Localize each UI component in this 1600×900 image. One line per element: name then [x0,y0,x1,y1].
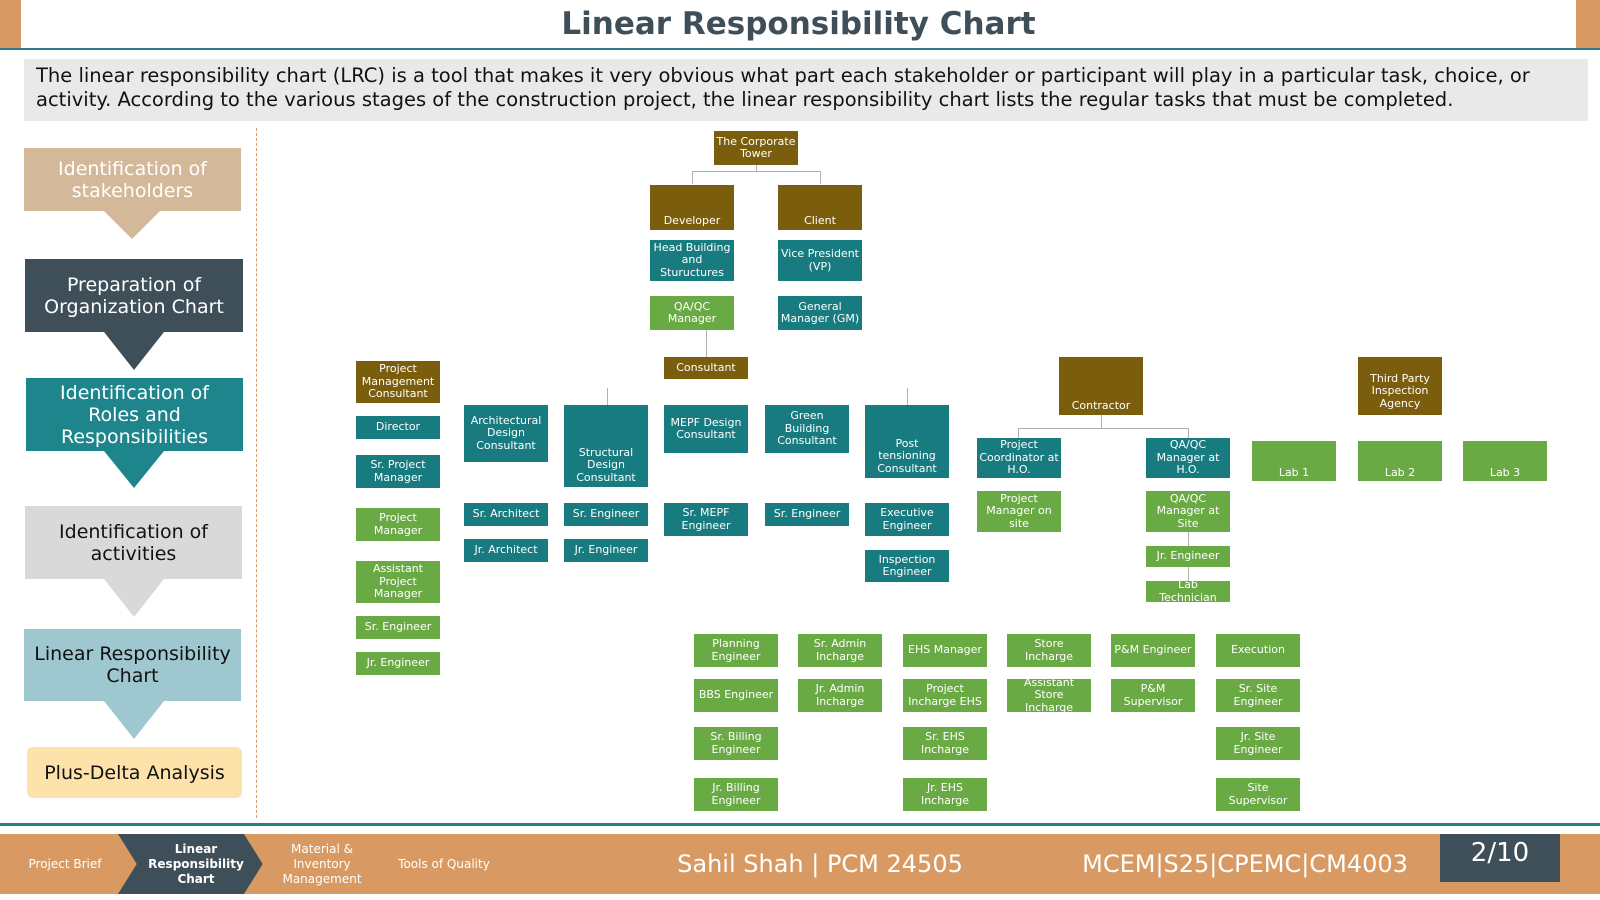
node-inspection-engineer: Inspection Engineer [865,550,949,582]
node-mepf-design-consultant: MEPF Design Consultant [664,405,748,453]
node-post-tensioning-consultant: Post tensioning Consultant [865,405,949,478]
node-store-incharge: Store Incharge [1007,634,1091,667]
node-jr-engineer: Jr. Engineer [356,652,440,675]
section-divider [256,128,257,818]
connector-line [692,171,693,184]
node-jr-admin-incharge: Jr. Admin Incharge [798,679,882,712]
node-consultant: Consultant [664,357,748,379]
node-corporate-tower: The Corporate Tower [714,131,798,165]
node-sr-architect: Sr. Architect [464,503,548,526]
header-accent-left [0,0,21,49]
node-qaqc-manager: QA/QC Manager [650,296,734,330]
node-general-manager: General Manager (GM) [778,296,862,330]
node-jr-billing-engineer: Jr. Billing Engineer [694,778,778,811]
node-lab-technician: Lab Technician [1146,578,1230,603]
page-title: Linear Responsibility Chart [561,6,1036,42]
connector-line [1188,428,1189,438]
connector-line [1018,428,1188,429]
node-pm-engineer: P&M Engineer [1111,634,1195,667]
node-qaqc-manager-ho: QA/QC Manager at H.O. [1146,438,1230,478]
node-ehs-manager: EHS Manager [903,634,987,667]
node-jr-architect: Jr. Architect [464,539,548,562]
node-project-manager-on-site: Project Manager on site [977,491,1061,532]
step-preparation-of-organization-chart: Preparation of Organization Chart [25,259,243,332]
connector-line [692,171,820,172]
node-bbs-engineer: BBS Engineer [694,679,778,712]
node-planning-engineer: Planning Engineer [694,634,778,667]
node-lab-1: Lab 1 [1252,441,1336,481]
footer-divider [0,823,1600,826]
step-arrow [104,211,160,239]
node-project-management-consultant: Project Management Consultant [356,361,440,403]
node-assistant-store-incharge: Assistant Store Incharge [1007,676,1091,714]
author-label: Sahil Shah | PCM 24505 [677,850,963,878]
step-identification-of-stakeholders: Identification of stakeholders [24,148,241,211]
node-pm-supervisor: P&M Supervisor [1111,679,1195,712]
step-arrow [104,701,164,739]
node-project-incharge-ehs: Project Incharge EHS [903,679,987,712]
node-sr-billing-engineer: Sr. Billing Engineer [694,727,778,760]
node-project-coordinator-ho: Project Coordinator at H.O. [977,438,1061,478]
tab-linear-responsibility-chart[interactable]: Linear Responsibility Chart [118,834,274,894]
connector-line [1018,428,1019,438]
node-sr-mepf-engineer: Sr. MEPF Engineer [664,503,748,536]
node-vice-president: Vice President (VP) [778,240,862,281]
node-third-party-inspection-agency: Third Party Inspection Agency [1358,357,1442,415]
step-arrow [104,332,164,370]
node-jr-ehs-incharge: Jr. EHS Incharge [903,778,987,811]
node-jr-engineer: Jr. Engineer [564,539,648,562]
node-project-manager: Project Manager [356,508,440,541]
step-plus-delta-analysis: Plus-Delta Analysis [27,747,242,798]
title-underline [0,48,1600,50]
node-jr-engineer: Jr. Engineer [1146,546,1230,567]
node-jr-site-engineer: Jr. Site Engineer [1216,727,1300,760]
node-client: Client [778,185,862,230]
step-identification-of-activities: Identification of activities [25,506,242,579]
tab-tools-of-quality[interactable]: Tools of Quality [366,834,522,894]
node-sr-engineer: Sr. Engineer [765,503,849,526]
node-director: Director [356,416,440,439]
connector-line [907,388,908,405]
connector-line [820,171,821,184]
node-executive-engineer: Executive Engineer [865,503,949,536]
page-number: 2/10 [1440,834,1560,882]
step-arrow [104,451,164,488]
node-qaqc-manager-site: QA/QC Manager at Site [1146,491,1230,532]
tab-project-brief[interactable]: Project Brief [0,834,130,894]
step-identification-of-roles: Identification of Roles and Responsibili… [26,378,243,451]
node-architectural-design-consultant: Architectural Design Consultant [464,405,548,462]
node-green-building-consultant: Green Building Consultant [765,405,849,453]
node-sr-project-manager: Sr. Project Manager [356,455,440,488]
node-developer: Developer [650,185,734,230]
connector-line [1101,413,1102,429]
node-assistant-project-manager: Assistant Project Manager [356,561,440,603]
connector-line [607,388,608,405]
connector-line [1188,567,1189,581]
connector-line [706,330,707,357]
node-execution: Execution [1216,634,1300,667]
node-sr-site-engineer: Sr. Site Engineer [1216,679,1300,712]
connector-line [1188,532,1189,546]
node-sr-ehs-incharge: Sr. EHS Incharge [903,727,987,760]
connector-line [756,164,757,172]
node-lab-2: Lab 2 [1358,441,1442,481]
node-site-supervisor: Site Supervisor [1216,778,1300,811]
node-sr-engineer: Sr. Engineer [564,503,648,526]
header-accent-right [1576,0,1600,49]
node-head-building: Head Building and Stuructures [650,240,734,281]
course-code: MCEM|S25|CPEMC|CM4003 [1082,850,1408,878]
node-structural-design-consultant: Structural Design Consultant [564,405,648,487]
node-sr-engineer: Sr. Engineer [356,616,440,639]
node-sr-admin-incharge: Sr. Admin Incharge [798,634,882,667]
step-linear-responsibility-chart: Linear Responsibility Chart [24,629,241,701]
intro-text: The linear responsibility chart (LRC) is… [24,59,1588,121]
node-lab-3: Lab 3 [1463,441,1547,481]
step-arrow [104,579,164,617]
node-contractor: Contractor [1059,357,1143,415]
